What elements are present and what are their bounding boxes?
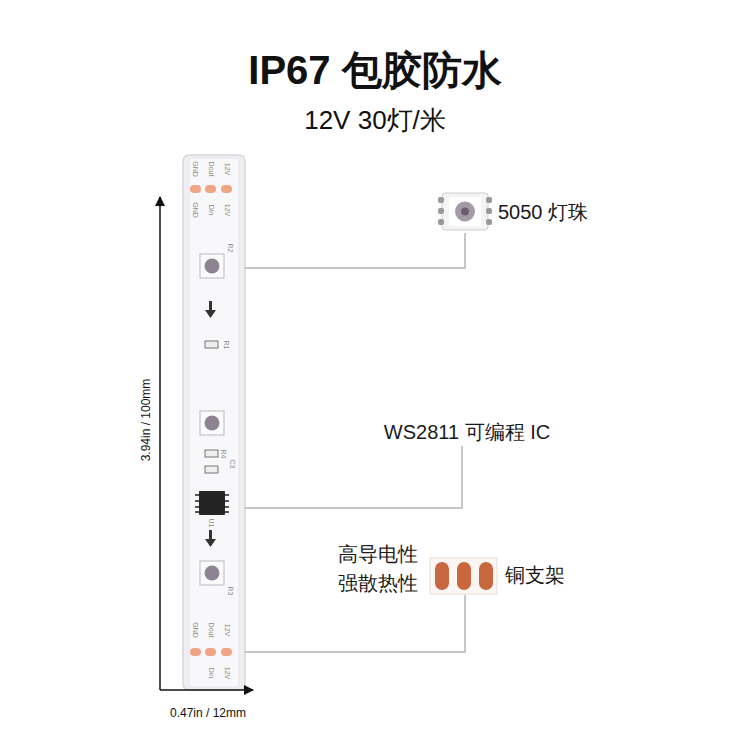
pin-name: Dout bbox=[207, 162, 215, 177]
pin-name: 12V bbox=[223, 163, 231, 175]
pin-name: GND bbox=[191, 622, 199, 638]
component-ref: R2 bbox=[226, 244, 234, 253]
part-label: 铜支架 bbox=[505, 563, 565, 587]
pin-name: Dout bbox=[207, 623, 215, 638]
component-ref: U1 bbox=[207, 519, 215, 528]
led-5050 bbox=[200, 254, 224, 585]
pin-name: GND bbox=[191, 202, 199, 218]
pin-name: 12V bbox=[223, 204, 231, 216]
copper-pads bbox=[190, 185, 232, 656]
title: IP67 包胶防水 bbox=[248, 46, 501, 94]
subtitle: 12V 30灯/米 bbox=[304, 105, 446, 136]
pin-name: GND bbox=[191, 161, 199, 177]
data-direction-arrow bbox=[205, 301, 216, 547]
component-ref: R3 bbox=[226, 587, 234, 596]
pin-name: Din bbox=[207, 205, 215, 216]
copper-bracket-icon bbox=[430, 558, 497, 594]
dimension-label: 0.47in / 12mm bbox=[170, 706, 246, 720]
component-ref: C3 bbox=[228, 460, 236, 469]
component-ref: R1 bbox=[222, 341, 230, 350]
part-label: 5050 灯珠 bbox=[498, 200, 588, 224]
pcb-board bbox=[189, 158, 239, 687]
feature-note: 高导电性 强散热性 bbox=[334, 540, 422, 598]
resistors bbox=[205, 341, 218, 473]
pin-name: 12V bbox=[223, 624, 231, 636]
dimension-label: 3.94in / 100mm bbox=[139, 379, 153, 462]
component-ref: R4 bbox=[219, 450, 227, 459]
ws2811-chip bbox=[195, 491, 229, 515]
silicone-jacket bbox=[183, 155, 245, 690]
pin-name: 12V bbox=[223, 667, 231, 679]
led-icon bbox=[438, 193, 492, 230]
pin-name: Din bbox=[207, 668, 215, 679]
dimension-line bbox=[160, 197, 253, 690]
part-label: WS2811 可编程 IC bbox=[384, 420, 550, 444]
